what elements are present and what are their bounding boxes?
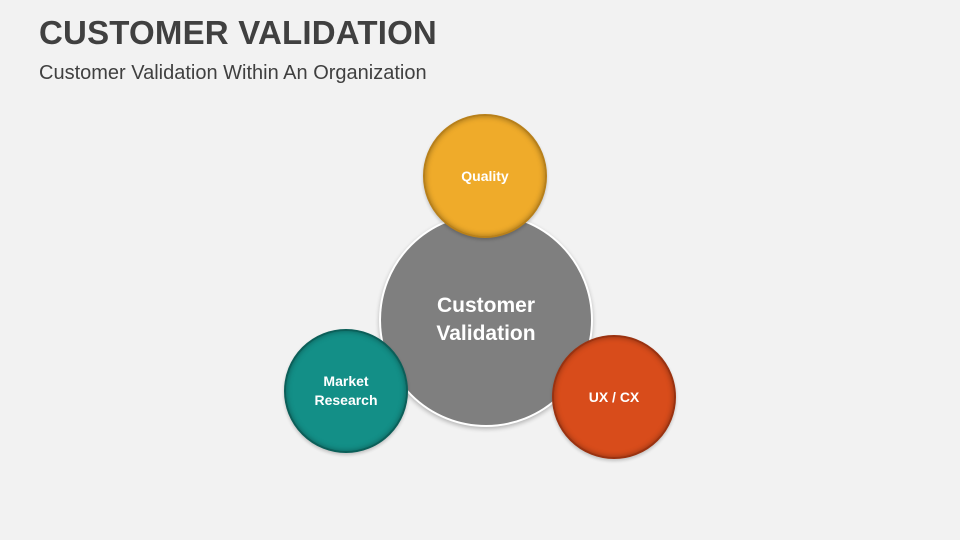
node-circle-market-research: Market Research: [284, 329, 408, 453]
center-circle-label: Customer Validation: [436, 294, 536, 345]
node-label-ux-cx: UX / CX: [588, 388, 640, 405]
slide-subtitle: Customer Validation Within An Organizati…: [39, 62, 427, 84]
slide-title: CUSTOMER VALIDATION: [39, 14, 437, 51]
center-circle-customer-validation: Customer Validation: [379, 213, 593, 427]
node-label-market-research: Market Research: [314, 373, 378, 408]
node-circle-quality: Quality: [423, 114, 547, 238]
node-label-quality: Quality: [461, 167, 509, 184]
node-circle-ux-cx: UX / CX: [552, 335, 676, 459]
